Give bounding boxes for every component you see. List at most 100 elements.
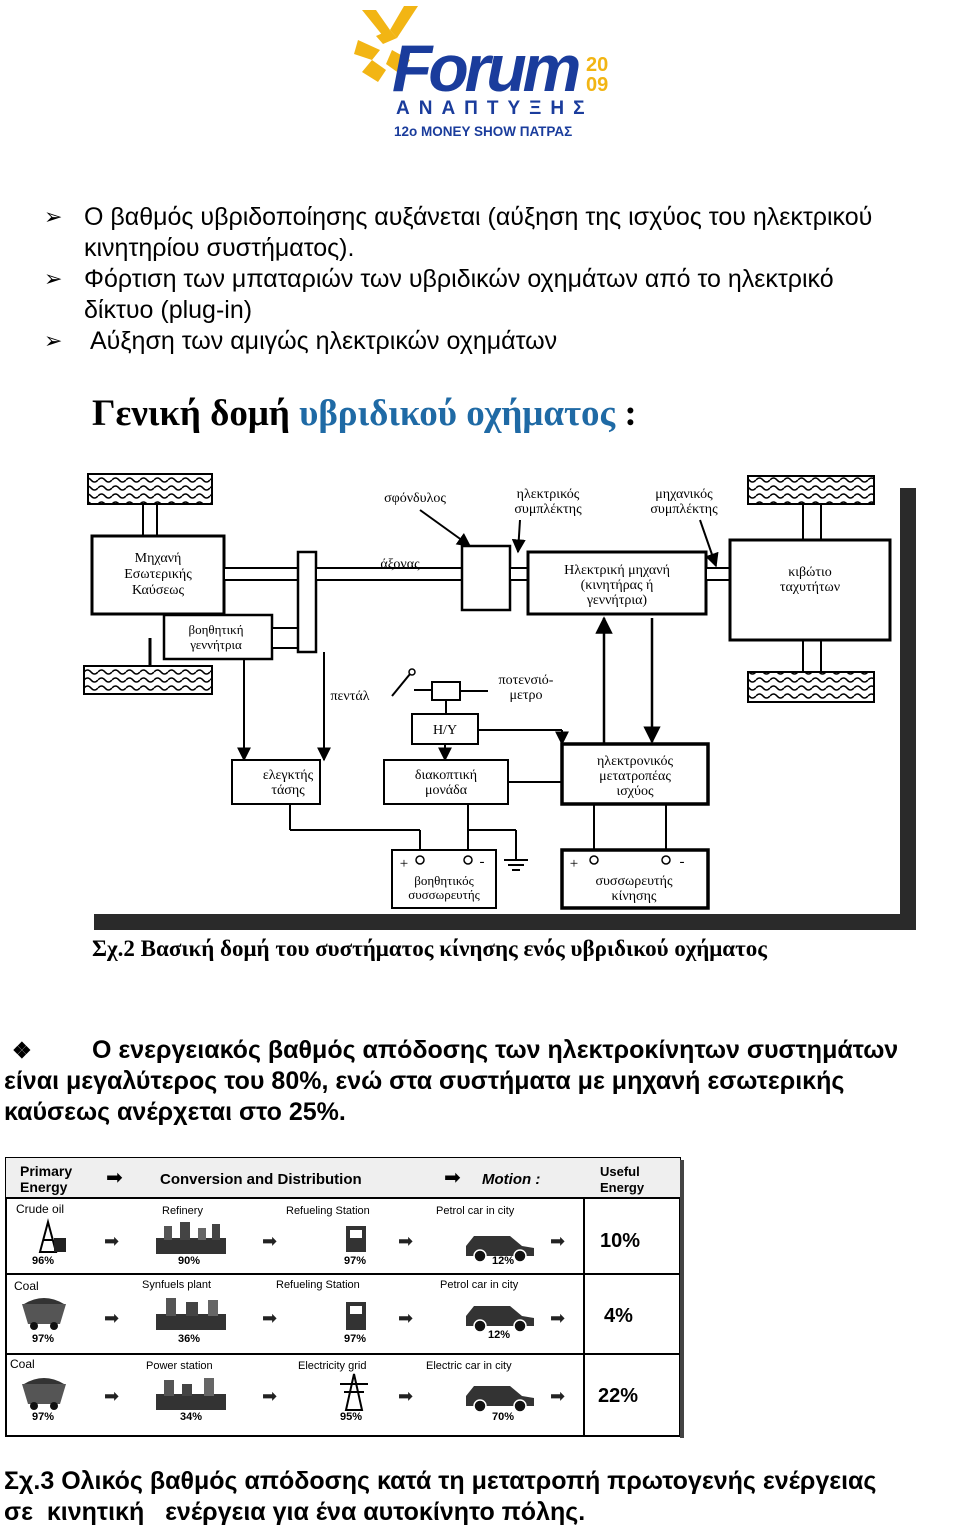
row-stage1-pct: 34% [180,1411,202,1423]
power-converter-block [560,742,710,806]
flywheel-label: σφόνδυλος [384,491,446,506]
efficiency-line-3: καύσεως ανέρχεται στο 25%. [4,1098,346,1126]
bullet-text: Αύξηση των αμιγώς ηλεκτρικών οχημάτων [90,327,558,355]
voltage-regulator-block [231,759,321,805]
wheel-rear-right-icon [747,637,875,703]
electric-machine-block [526,550,708,616]
row-stage2-pct: 97% [344,1333,366,1345]
table-caption-line-2: σε κινητική ενέργεια για ένα αυτοκίνητο … [4,1498,586,1526]
section-heading: Γενική δομή υβριδικού οχήματος : [92,392,637,435]
engine-label-3: Καύσεως [132,583,184,598]
potentiometer-label-2: μετρο [510,688,543,703]
bullet-item: ➢ Ο βαθμός υβριδοποίησης αυξάνεται (αύξη… [44,202,944,264]
efficiency-line-2: είναι μεγαλύτερος του 80%, ενώ στα συστή… [4,1067,845,1095]
row-stage2-pct: 95% [340,1411,362,1423]
table-row: Coal 97% Power station 34% Electricity g… [10,1357,638,1423]
row-stage1: Refinery [162,1205,203,1217]
row-stage3: Electric car in city [426,1360,512,1372]
converter-label-3: ισχύος [616,784,653,799]
diagram-caption: Σχ.2 Βασική δομή του συστήματος κίνησης … [92,936,767,961]
fuel-pump-icon [346,1226,366,1252]
bullet-item: ➢ Φόρτιση των μπαταριών των υβριδικών οχ… [44,264,944,326]
electric-clutch-label-1: ηλεκτρικός [517,487,580,502]
aux-generator-block [162,613,274,661]
diagram-shadow-right [900,488,916,930]
row-stage3: Petrol car in city [440,1279,519,1291]
aux-gen-label-2: γεννήτρια [189,637,242,652]
fuel-pump-icon [346,1302,366,1330]
row-result: 22% [598,1385,638,1407]
row-stage3-pct: 12% [488,1329,510,1341]
bullet-list: ➢ Ο βαθμός υβριδοποίησης αυξάνεται (αύξη… [44,202,944,366]
mechanical-clutch-label-2: συμπλέκτης [650,502,718,517]
heading-part-2: υβριδικού οχήματος [299,393,616,434]
header-primary-2: Energy [20,1179,68,1195]
header-arrow-icon: ➡ [444,1167,461,1189]
gearbox-block [728,538,892,642]
flow-arrows: ➡ ➡ ➡ ➡ ➡ ➡ ➡ ➡ ➡ ➡ ➡ ➡ [104,1231,565,1406]
table-row: Coal 97% Synfuels plant 36% Refueling St… [14,1279,633,1345]
arrow-bullet-icon: ➢ [44,328,63,353]
coal-wagon-icon [22,1378,66,1410]
aux-battery-plus: + [400,856,408,872]
power-station-icon [156,1378,226,1410]
row-source-pct: 97% [32,1411,54,1423]
logo-tagline: 12ο MONEY SHOW ΠΑΤΡΑΣ [394,124,573,139]
refinery-icon [156,1222,226,1254]
flow-arrow-icon: ➡ [262,1386,277,1406]
battery-plus: + [570,856,578,872]
wheel-rear-left-icon [83,665,213,695]
diagram-shadow-bottom [94,914,916,930]
row-stage2: Electricity grid [298,1360,366,1372]
efficiency-line-1: Ο ενεργειακός βαθμός απόδοσης των ηλεκτρ… [92,1036,899,1064]
table-caption: Σχ.3 Ολικός βαθμός απόδοσης κατά τη μετα… [4,1466,876,1528]
flow-arrow-icon: ➡ [262,1231,277,1251]
diamond-bullet-icon: ❖ [12,1038,32,1063]
potentiometer-label-1: ποτενσιό- [499,673,554,688]
energy-flow-table: Primary Energy ➡ Conversion and Distribu… [5,1157,684,1438]
row-source: Crude oil [16,1202,64,1216]
wheel-front-left-icon [87,473,213,537]
row-stage2-pct: 97% [344,1255,366,1267]
electric-clutch [460,544,512,612]
hybrid-structure-diagram: Μηχανή Εσωτερικής Καύσεως βοηθητική γενν… [83,473,916,930]
bullet-text: Φόρτιση των μπαταριών των υβριδικών οχημ… [84,265,834,293]
synfuels-plant-icon [156,1298,226,1330]
header-motion: Motion : [482,1171,540,1188]
table-caption-line-1: Σχ.3 Ολικός βαθμός απόδοσης κατά τη μετα… [4,1467,877,1495]
row-stage3-pct: 70% [492,1411,514,1423]
row-result: 4% [604,1305,633,1327]
electric-clutch-label-2: συμπλέκτης [514,502,582,517]
battery-label-2: κίνησης [612,889,657,904]
row-stage2: Refueling Station [286,1205,370,1217]
row-source-pct: 96% [32,1255,54,1267]
coal-wagon-icon [22,1298,66,1330]
row-source-pct: 97% [32,1333,54,1345]
forum-logo: Forum 20 09 ΑΝΑΠΤΥΞΗΣ 12ο MONEY SHOW ΠΑΤ… [350,0,620,150]
gearbox-label-1: κιβώτιο [788,565,832,580]
flow-arrow-icon: ➡ [104,1386,119,1406]
aux-battery-minus: - [480,854,485,870]
switch-label-1: διακοπτική [415,768,477,783]
bullet-item: ➢ Αύξηση των αμιγώς ηλεκτρικών οχημάτων [44,326,944,366]
car-icon [466,1306,534,1333]
switching-unit-block [383,759,509,805]
row-stage1: Synfuels plant [142,1279,211,1291]
row-stage2: Refueling Station [276,1279,360,1291]
emachine-label-2: (κινητήρας ή [581,578,654,593]
vreg-label-2: τάσης [271,783,305,798]
flow-arrow-icon: ➡ [398,1308,413,1328]
pedal-label: πεντάλ [330,689,369,704]
flow-arrow-icon: ➡ [550,1386,565,1406]
switch-label-2: μονάδα [425,783,468,798]
header-arrow-icon: ➡ [106,1167,123,1189]
aux-gen-label-1: βοηθητική [188,622,243,637]
arrow-bullet-icon: ➢ [44,204,63,229]
flow-arrow-icon: ➡ [550,1308,565,1328]
vreg-label-1: ελεγκτής [263,768,314,783]
battery-label-1: συσσωρευτής [595,874,673,889]
row-stage1: Power station [146,1360,213,1372]
row-result: 10% [600,1230,640,1252]
table-row: Crude oil 96% Refinery 90% Refueling Sta… [16,1202,640,1267]
battery-minus: - [680,854,685,870]
